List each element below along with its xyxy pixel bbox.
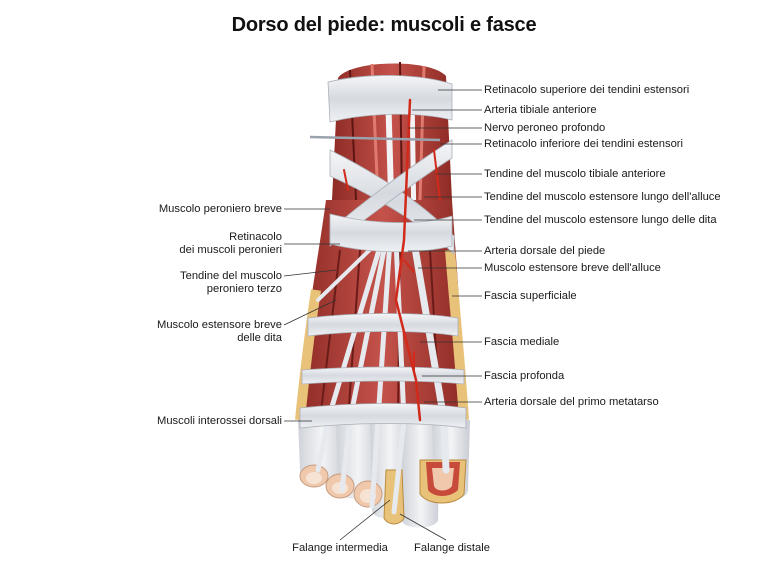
label-dorsalis-pedis-artery: Arteria dorsale del piede <box>484 245 606 257</box>
diagram-title: Dorso del piede: muscoli e fasce <box>231 14 537 36</box>
label-line: Retinacolo <box>229 231 282 243</box>
label-deep-peroneal-nerve: Nervo peroneo profondo <box>484 122 606 134</box>
label-extensor-digitorum-brevis: Muscolo estensore breve delle dita <box>157 319 282 345</box>
label-first-dorsal-metatarsal-artery: Arteria dorsale del primo metatarso <box>484 396 659 408</box>
toes <box>298 420 470 528</box>
label-tibialis-anterior-tendon: Tendine del muscolo tibiale anteriore <box>484 168 666 180</box>
label-inferior-extensor-retinaculum: Retinacolo inferiore dei tendini estenso… <box>484 138 684 150</box>
label-extensor-hallucis-brevis: Muscolo estensore breve dell'alluce <box>484 262 661 274</box>
label-intermediate-phalanx: Falange intermedia <box>292 542 388 554</box>
label-line: dei muscoli peronieri <box>179 244 282 256</box>
label-line: Muscoli interossei dorsali <box>157 415 282 427</box>
label-superficial-fascia: Fascia superficiale <box>484 290 577 302</box>
fascial-bands <box>299 75 467 429</box>
arteries <box>343 98 441 422</box>
label-line: Muscolo peroniero breve <box>158 203 282 215</box>
leader-lines <box>283 89 482 541</box>
label-superior-extensor-retinaculum: Retinacolo superiore dei tendini estenso… <box>484 84 690 96</box>
deep-peroneal-nerve <box>309 135 441 142</box>
label-line: delle dita <box>237 332 282 344</box>
label-dorsal-interossei: Muscoli interossei dorsali <box>157 415 282 428</box>
label-distal-phalanx: Falange distale <box>414 542 490 554</box>
label-peroneal-retinaculum: Retinacolo dei muscoli peronieri <box>179 231 282 257</box>
label-line: Tendine del muscolo <box>180 270 282 282</box>
label-extensor-hallucis-longus-tendon: Tendine del muscolo estensore lungo dell… <box>484 191 721 203</box>
label-peroneus-brevis: Muscolo peroniero breve <box>159 203 282 216</box>
label-anterior-tibial-artery: Arteria tibiale anteriore <box>484 104 597 116</box>
label-peroneus-tertius-tendon: Tendine del muscolo peroniero terzo <box>180 270 282 296</box>
label-extensor-digitorum-longus-tendon: Tendine del muscolo estensore lungo dell… <box>484 214 717 226</box>
label-line: peroniero terzo <box>206 283 282 295</box>
label-medial-fascia: Fascia mediale <box>484 336 560 348</box>
label-deep-fascia: Fascia profonda <box>484 370 565 382</box>
label-line: Muscolo estensore breve <box>157 319 282 331</box>
